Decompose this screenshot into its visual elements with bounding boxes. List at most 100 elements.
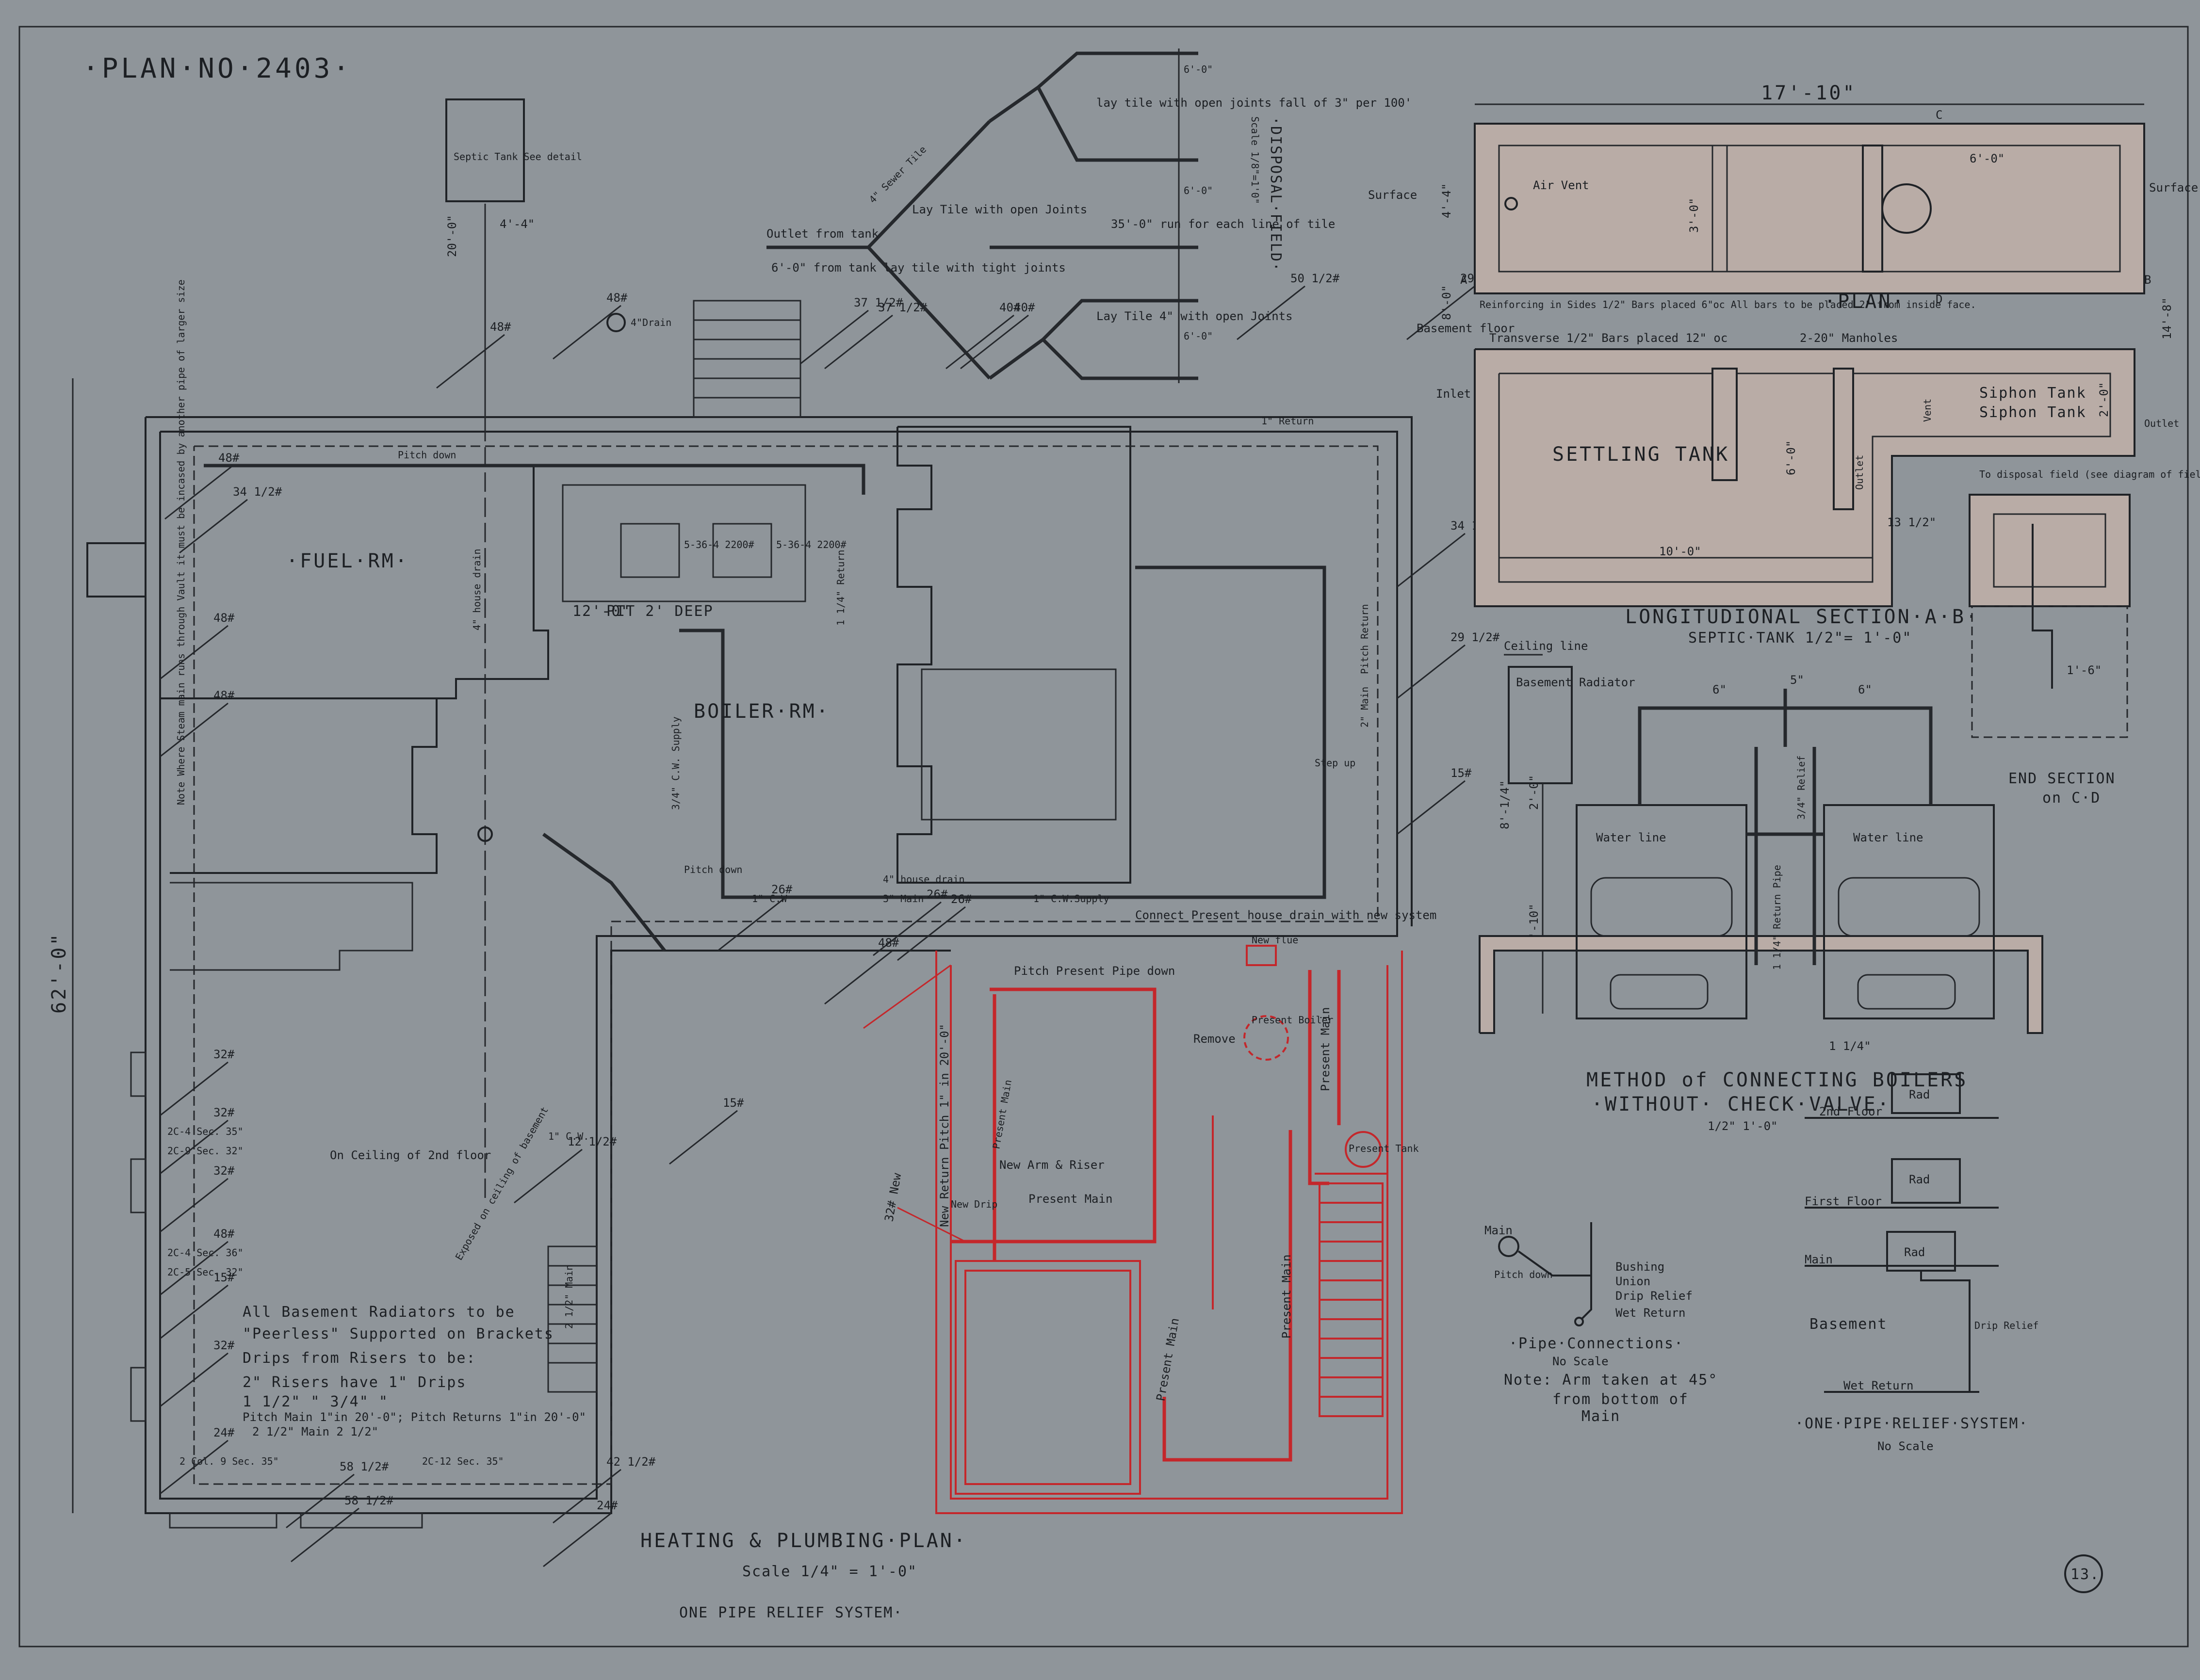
vault-upper [170, 697, 438, 874]
pipe-conn-title: ·Pipe·Connections· [1509, 1335, 1684, 1352]
red-note-remove: Remove [1193, 1032, 1236, 1046]
septic-tank-details: 17'-10" Air Vent Surface Surface 3'-0" 6… [1368, 82, 2200, 807]
red-present-main-south [1162, 1130, 1292, 1462]
chimney-bump [86, 542, 146, 598]
tank-dim-2: 2'-0" [2097, 382, 2111, 417]
tile-lower [867, 246, 991, 380]
red-note-new-return: New Return Pitch 1" in 20'-0" [938, 1024, 951, 1227]
new-flue-box [1246, 945, 1277, 966]
pipe-label-house-drain: 4" house drain [471, 549, 483, 630]
mark-d: D [1936, 292, 1942, 306]
return-loop [193, 445, 1379, 1485]
radiator-leader [164, 465, 233, 520]
pipe-label-pitch-down-2: Pitch down [684, 864, 742, 875]
pipe-label-main-3in: 3" Main [883, 893, 924, 905]
boiler-unit [712, 523, 772, 578]
radiator-label: 48# [213, 1227, 235, 1241]
septic-offset-dimension: 4'-4" [500, 217, 535, 231]
radiator-leader [824, 950, 893, 1005]
radiator-label: 34 1/2# [233, 485, 282, 499]
pipe-label-cw-supply: 1" C.W.Supply [1033, 893, 1109, 905]
inner-wall-line [159, 431, 1398, 1500]
tank-siphon: Siphon Tank [1979, 385, 2086, 402]
tank-inner-3: 3'-0" [1687, 198, 1701, 233]
main-plan-title: HEATING & PLUMBING·PLAN· [640, 1530, 967, 1552]
radiator-leader [436, 334, 505, 389]
window [130, 1367, 147, 1422]
pipe-conn-scale: No Scale [1552, 1355, 1609, 1368]
radiator-row: 2C-5 Sec. 32" [167, 1266, 244, 1278]
fuel-room-partition [160, 465, 549, 699]
red-note-new-arm: New Arm & Riser [999, 1158, 1105, 1172]
radiator-leader [945, 314, 1014, 370]
drain-label: 4"Drain [631, 317, 671, 328]
tank-transverse-note: Transverse 1/2" Bars placed 12" oc [1489, 331, 1727, 345]
radiator-label: 58 1/2# [340, 1460, 389, 1473]
tank-dim-6: 6'-0" [1784, 440, 1798, 475]
field-dim-b: 6'-0" [1184, 185, 1213, 196]
radiator-leader [800, 309, 869, 365]
pipe-label-step-up: Step up [1315, 757, 1355, 769]
method-scale: 1/2" 1'-0" [1708, 1119, 1778, 1133]
relief-wet: Wet Return [1843, 1379, 1914, 1392]
water-line-left: Water line [1596, 831, 1666, 844]
steam-branch [542, 833, 666, 952]
tank-settling: SETTLING TANK [1552, 443, 1729, 466]
longitudinal-section-title: LONGITUDIONAL SECTION·A·B· [1625, 606, 1979, 628]
tank-basement-floor: Basement floor [1417, 322, 1515, 335]
radiator-label: 40# [999, 301, 1021, 314]
septic-tank-title: SEPTIC·TANK 1/2"= 1'-0" [1688, 630, 1912, 646]
svg-text:All Basement Radiators to be: All Basement Radiators to be [243, 1304, 515, 1321]
pipe-label-cw: 1" C.W. [548, 1131, 589, 1142]
pipe-connections-detail: Main Pitch down Bushing Union Drip Relie… [1484, 1222, 1717, 1425]
mark-a: A [1460, 273, 1467, 287]
relief-title: ·ONE·PIPE·RELIEF·SYSTEM· [1795, 1415, 2028, 1432]
tank-dim-13: 13 1/2" [1887, 516, 1936, 529]
red-note-present-main-e: Present Main [1319, 1007, 1332, 1091]
radiator-label: 42 1/2# [606, 1455, 656, 1469]
radiator-leader [1237, 285, 1305, 340]
sheet-number-circle [2064, 1554, 2103, 1593]
tank-depth-8: 8'-0" [1440, 285, 1453, 320]
tank-section-interior [1498, 372, 2111, 583]
pipe-label-return-1: 1" Return [1261, 415, 1314, 427]
radiator-label: 12 1/2# [568, 1135, 617, 1148]
radiator-leader [553, 1469, 621, 1524]
radiator-leader [717, 896, 786, 952]
boiler-connection-detail: Ceiling line Basement Radiator 8'-1/4" 2… [1479, 639, 2043, 1133]
renovation-red: Connect Present house drain with new sys… [863, 908, 1436, 1514]
relief-label: 3/4" Relief [1795, 756, 1807, 820]
sheet-border [18, 26, 2189, 1648]
radiator-note: All Basement Radiators to be "Peerless" … [243, 1304, 586, 1438]
boiler-height-2: 2'-0" [1527, 775, 1541, 810]
return-pipe-label: 1 1/4" Return Pipe [1771, 865, 1783, 970]
tank-vent: Vent [1922, 399, 1933, 422]
radiator-row: 2C-9 Sec. 32" [167, 1145, 244, 1157]
sheet-number: 13. [2070, 1566, 2100, 1583]
field-note-open-joints-2: Lay Tile with open Joints [912, 203, 1087, 216]
pipe-label-hw-supply: 3/4" C.W. Supply [670, 716, 682, 810]
svg-text:Drips from Risers to be:: Drips from Risers to be: [243, 1350, 476, 1367]
tank-inlet: Inlet [1436, 387, 1471, 401]
radiator-label: 48# [218, 451, 240, 465]
red-note-present-main-b: Present Main [1028, 1192, 1112, 1206]
field-dim-c: 6'-0" [1184, 330, 1213, 342]
radiator-leader [160, 1284, 228, 1340]
radiator-leader [553, 305, 621, 360]
svg-text:2 1/2" Main 2 1/2": 2 1/2" Main 2 1/2" [252, 1425, 378, 1438]
tank-inner-6: 6'-0" [1970, 152, 2004, 165]
south-stair [547, 1245, 598, 1393]
svg-text:2" Risers have 1" Drips: 2" Risers have 1" Drips [243, 1374, 466, 1391]
radiator-label: 15# [723, 1096, 744, 1110]
pipe-label-return-line: 1 1/4" Return [835, 549, 847, 626]
pit-label: PIT 2' DEEP [606, 603, 714, 620]
radiator-label: 48# [878, 936, 899, 950]
air-vent-icon [1504, 197, 1518, 210]
tile-upper [867, 120, 991, 249]
boiler-unit [620, 523, 680, 578]
relief-scale: No Scale [1877, 1439, 1934, 1453]
drain-fitting [477, 826, 493, 842]
relief-floor-1: First Floor [1805, 1195, 1882, 1208]
tank-surface-left: Surface [1368, 188, 1417, 202]
radiator-leader [160, 1119, 228, 1175]
